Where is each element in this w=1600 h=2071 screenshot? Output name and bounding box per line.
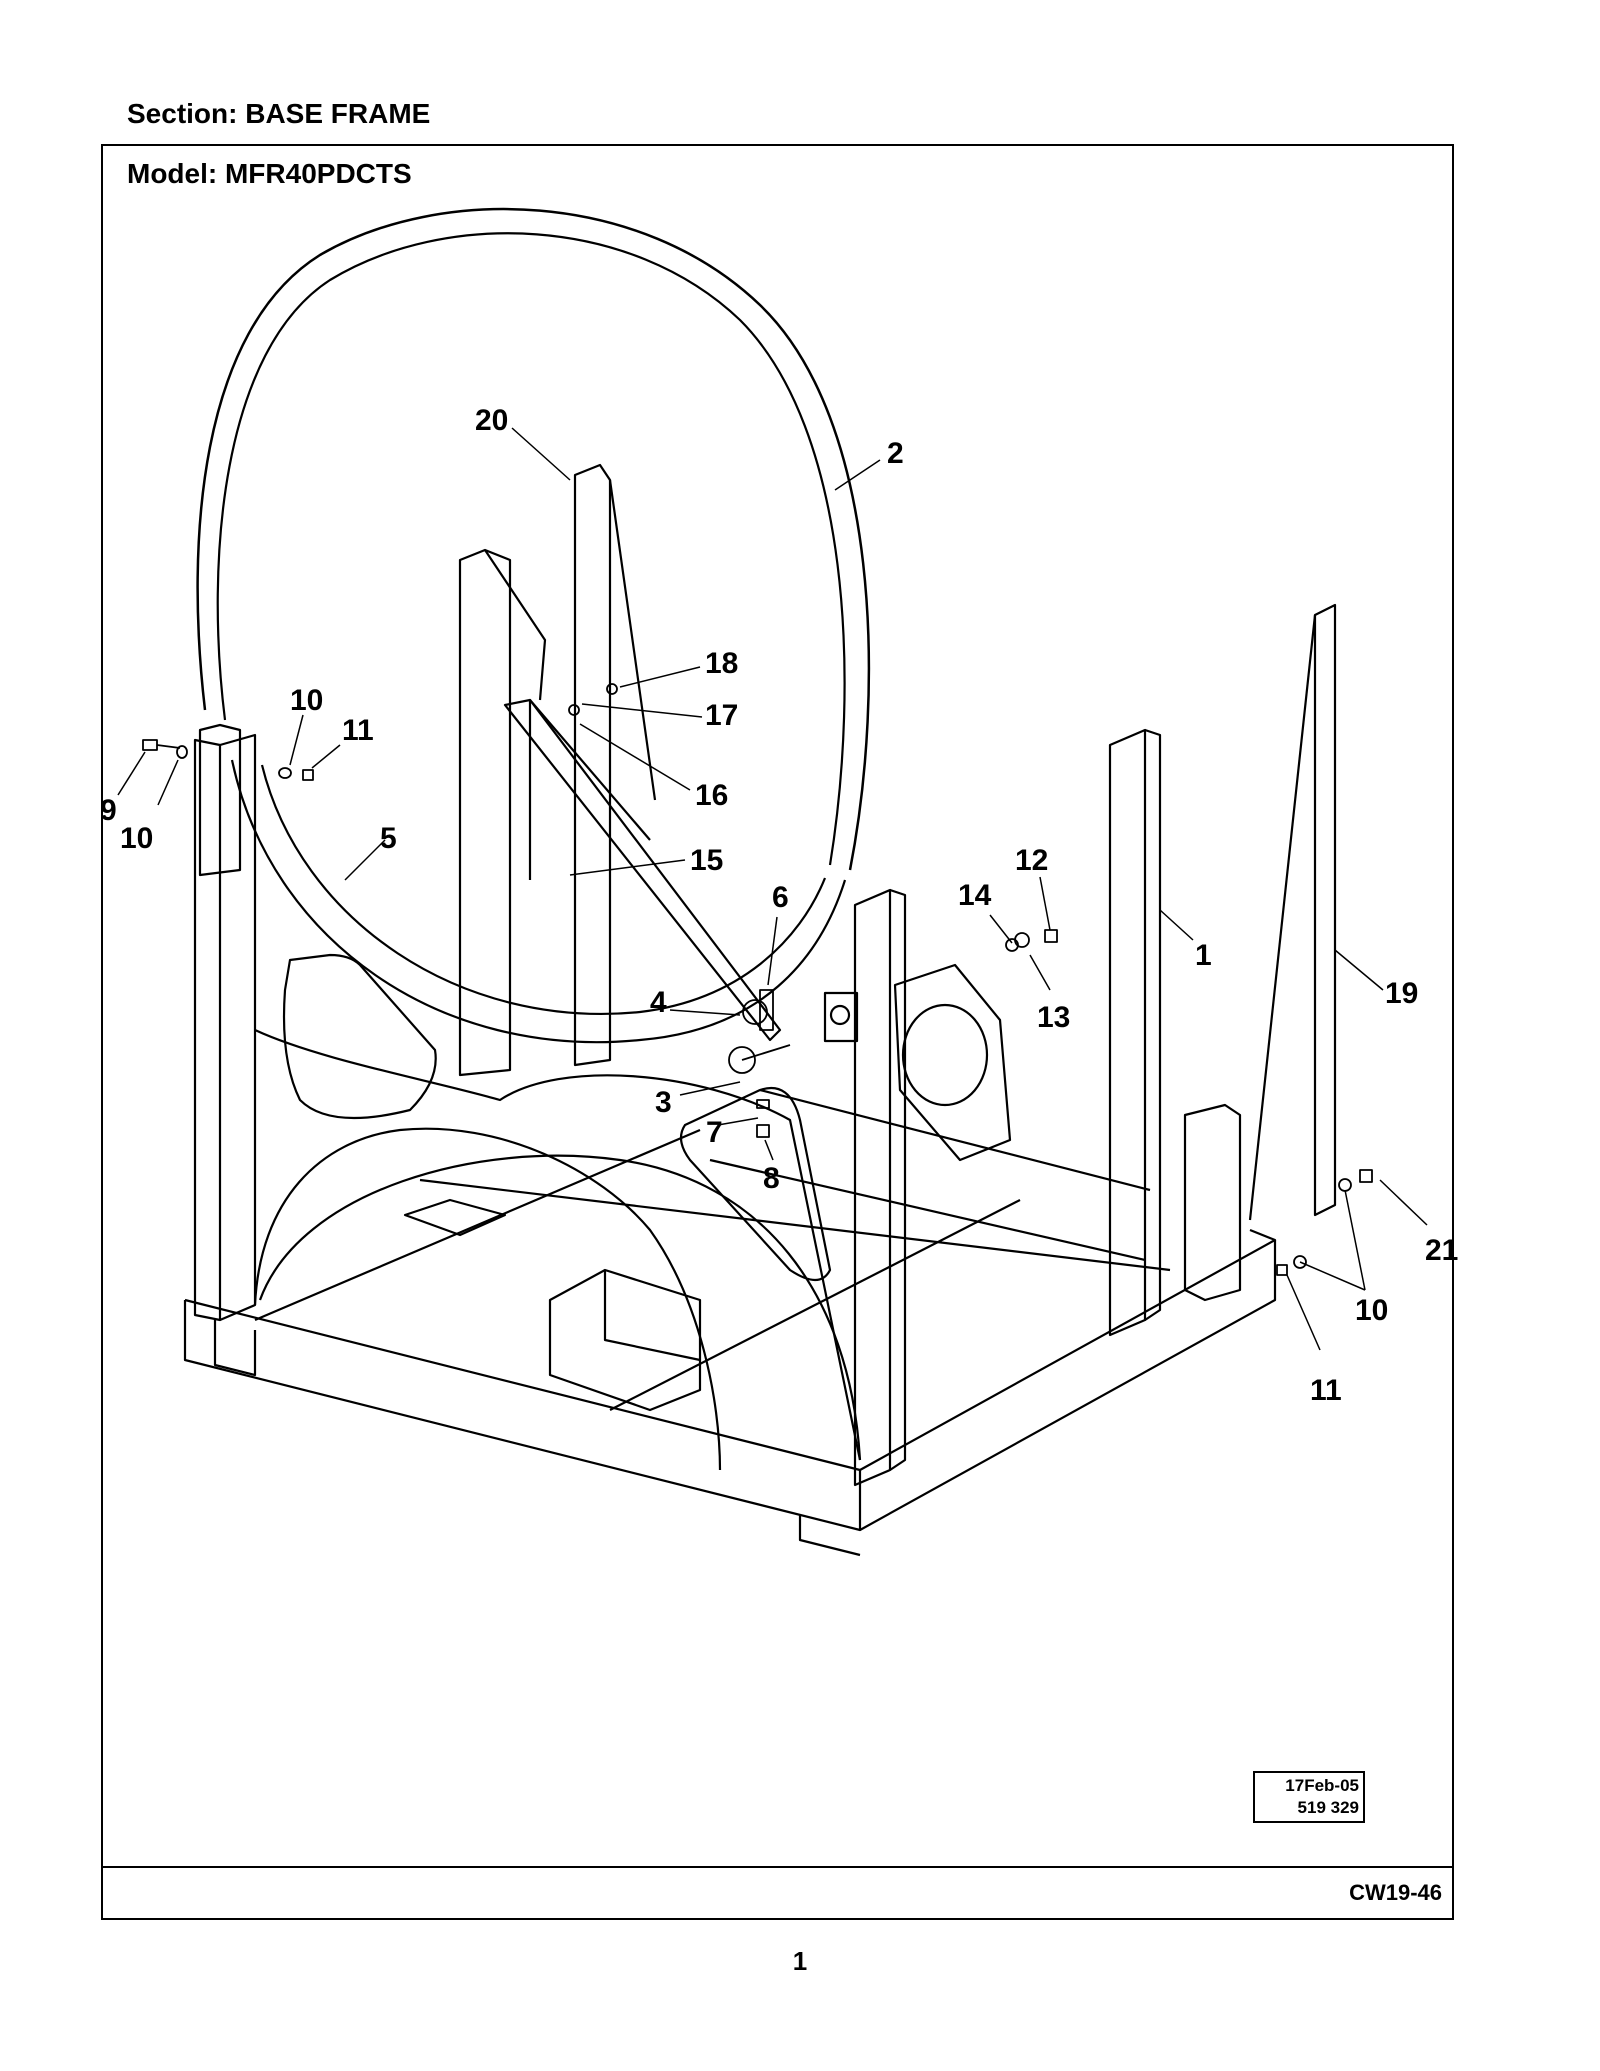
callout-17: 17 (705, 699, 738, 732)
drawing-frame (101, 144, 1454, 1920)
callout-11b: 11 (1310, 1374, 1342, 1407)
model-title: Model: MFR40PDCTS (127, 158, 412, 189)
stamp-number: 519 329 (1297, 1798, 1359, 1817)
callout-7: 7 (706, 1116, 723, 1149)
section-title: Section: BASE FRAME (127, 98, 431, 129)
callout-19: 19 (1385, 977, 1418, 1010)
callout-13: 13 (1037, 1001, 1070, 1034)
callout-10b: 10 (120, 822, 153, 855)
callout-1: 1 (1195, 939, 1212, 972)
callout-16: 16 (695, 779, 728, 812)
callout-3: 3 (655, 1086, 672, 1119)
callout-6: 6 (772, 881, 789, 914)
callout-21: 21 (1425, 1234, 1458, 1267)
callout-12: 12 (1015, 844, 1048, 877)
callout-8: 8 (763, 1162, 780, 1195)
callout-20: 20 (475, 404, 508, 437)
document-code: CW19-46 (1349, 1880, 1442, 1905)
page-number: 1 (792, 1946, 808, 1976)
callout-10c: 10 (1355, 1294, 1388, 1327)
callout-10a: 10 (290, 684, 323, 717)
callout-9: 9 (100, 794, 117, 827)
footer-divider (101, 1866, 1454, 1868)
callout-5: 5 (380, 822, 397, 855)
callout-15: 15 (690, 844, 723, 877)
callout-2: 2 (887, 437, 904, 470)
revision-stamp: 17Feb-05 519 329 (1253, 1771, 1365, 1823)
stamp-date: 17Feb-05 (1285, 1776, 1359, 1795)
callout-18: 18 (705, 647, 738, 680)
callout-11a: 11 (342, 714, 374, 747)
callout-14: 14 (958, 879, 992, 912)
callout-4: 4 (650, 986, 667, 1019)
